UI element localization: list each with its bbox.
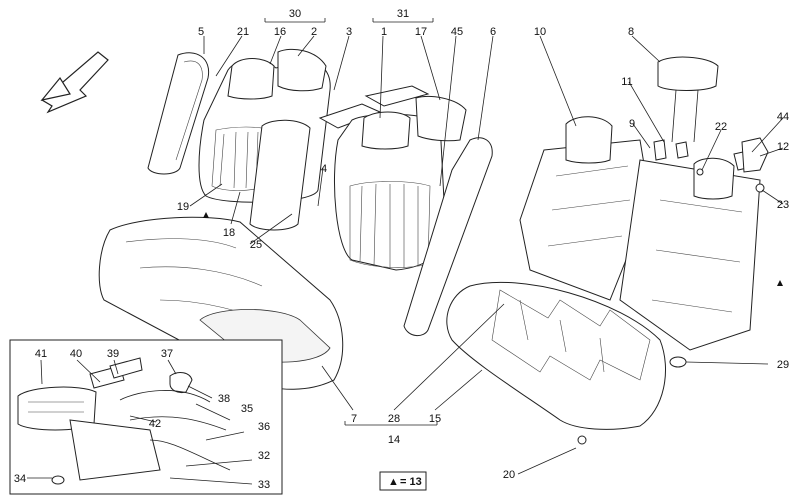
callout-36: 36 — [258, 421, 270, 433]
callout-28: 28 — [388, 413, 400, 425]
callout-42: 42 — [149, 418, 161, 430]
headrest-part — [657, 56, 719, 143]
callout-9: 9 — [629, 118, 635, 130]
callout-15: 15 — [429, 413, 441, 425]
cushion-frame-part — [446, 281, 666, 430]
side-bolster-part — [147, 52, 210, 175]
callout-20: 20 — [503, 469, 515, 481]
callout-34: 34 — [14, 473, 26, 485]
callout-7: 7 — [351, 413, 357, 425]
inset-box — [9, 339, 283, 495]
leader-lines — [27, 18, 784, 485]
callout-25: 25 — [250, 239, 262, 251]
legend-symbol: ▲ — [388, 476, 399, 488]
callout-45: 45 — [451, 26, 463, 38]
callout-37: 37 — [161, 348, 173, 360]
right-bolster-part — [403, 137, 493, 336]
callout-44: 44 — [777, 111, 789, 123]
callout-35: 35 — [241, 403, 253, 415]
callout-10: 10 — [534, 26, 546, 38]
callout-31: 31 — [397, 8, 409, 20]
callout-labels: 30 31 5 21 16 2 3 1 17 45 6 10 8 11 9 22… — [14, 8, 789, 491]
callout-39: 39 — [107, 348, 119, 360]
armrest-part — [249, 119, 311, 231]
center-flap-part — [318, 85, 430, 129]
callout-5: 5 — [198, 26, 204, 38]
small-parts — [577, 137, 769, 445]
callout-32: 32 — [258, 450, 270, 462]
direction-arrow-icon — [40, 51, 109, 114]
callout-11: 11 — [621, 76, 632, 88]
callout-8: 8 — [628, 26, 634, 38]
callout-3: 3 — [346, 26, 352, 38]
callout-4: 4 — [321, 163, 327, 175]
triangle-marker-icon — [777, 280, 783, 286]
callout-19: 19 — [177, 201, 189, 213]
callout-33: 33 — [258, 479, 270, 491]
callout-21: 21 — [237, 26, 249, 38]
callout-14: 14 — [388, 434, 400, 446]
callout-16: 16 — [274, 26, 286, 38]
legend-text: = 13 — [400, 476, 422, 488]
callout-38: 38 — [218, 393, 230, 405]
triangle-marker-icon — [203, 212, 209, 218]
right-backrest-part — [334, 96, 467, 271]
callout-1: 1 — [381, 26, 387, 38]
callout-12: 12 — [777, 141, 789, 153]
callout-22: 22 — [715, 121, 727, 133]
callout-6: 6 — [490, 26, 496, 38]
callout-2: 2 — [311, 26, 317, 38]
callout-17: 17 — [415, 26, 427, 38]
callout-18: 18 — [223, 227, 235, 239]
callout-23: 23 — [777, 199, 789, 211]
callout-41: 41 — [35, 348, 47, 360]
callout-29: 29 — [777, 359, 789, 371]
seat-frame-part — [519, 116, 761, 351]
legend-box: ▲ = 13 — [379, 471, 427, 491]
callout-30: 30 — [289, 8, 301, 20]
callout-40: 40 — [70, 348, 82, 360]
